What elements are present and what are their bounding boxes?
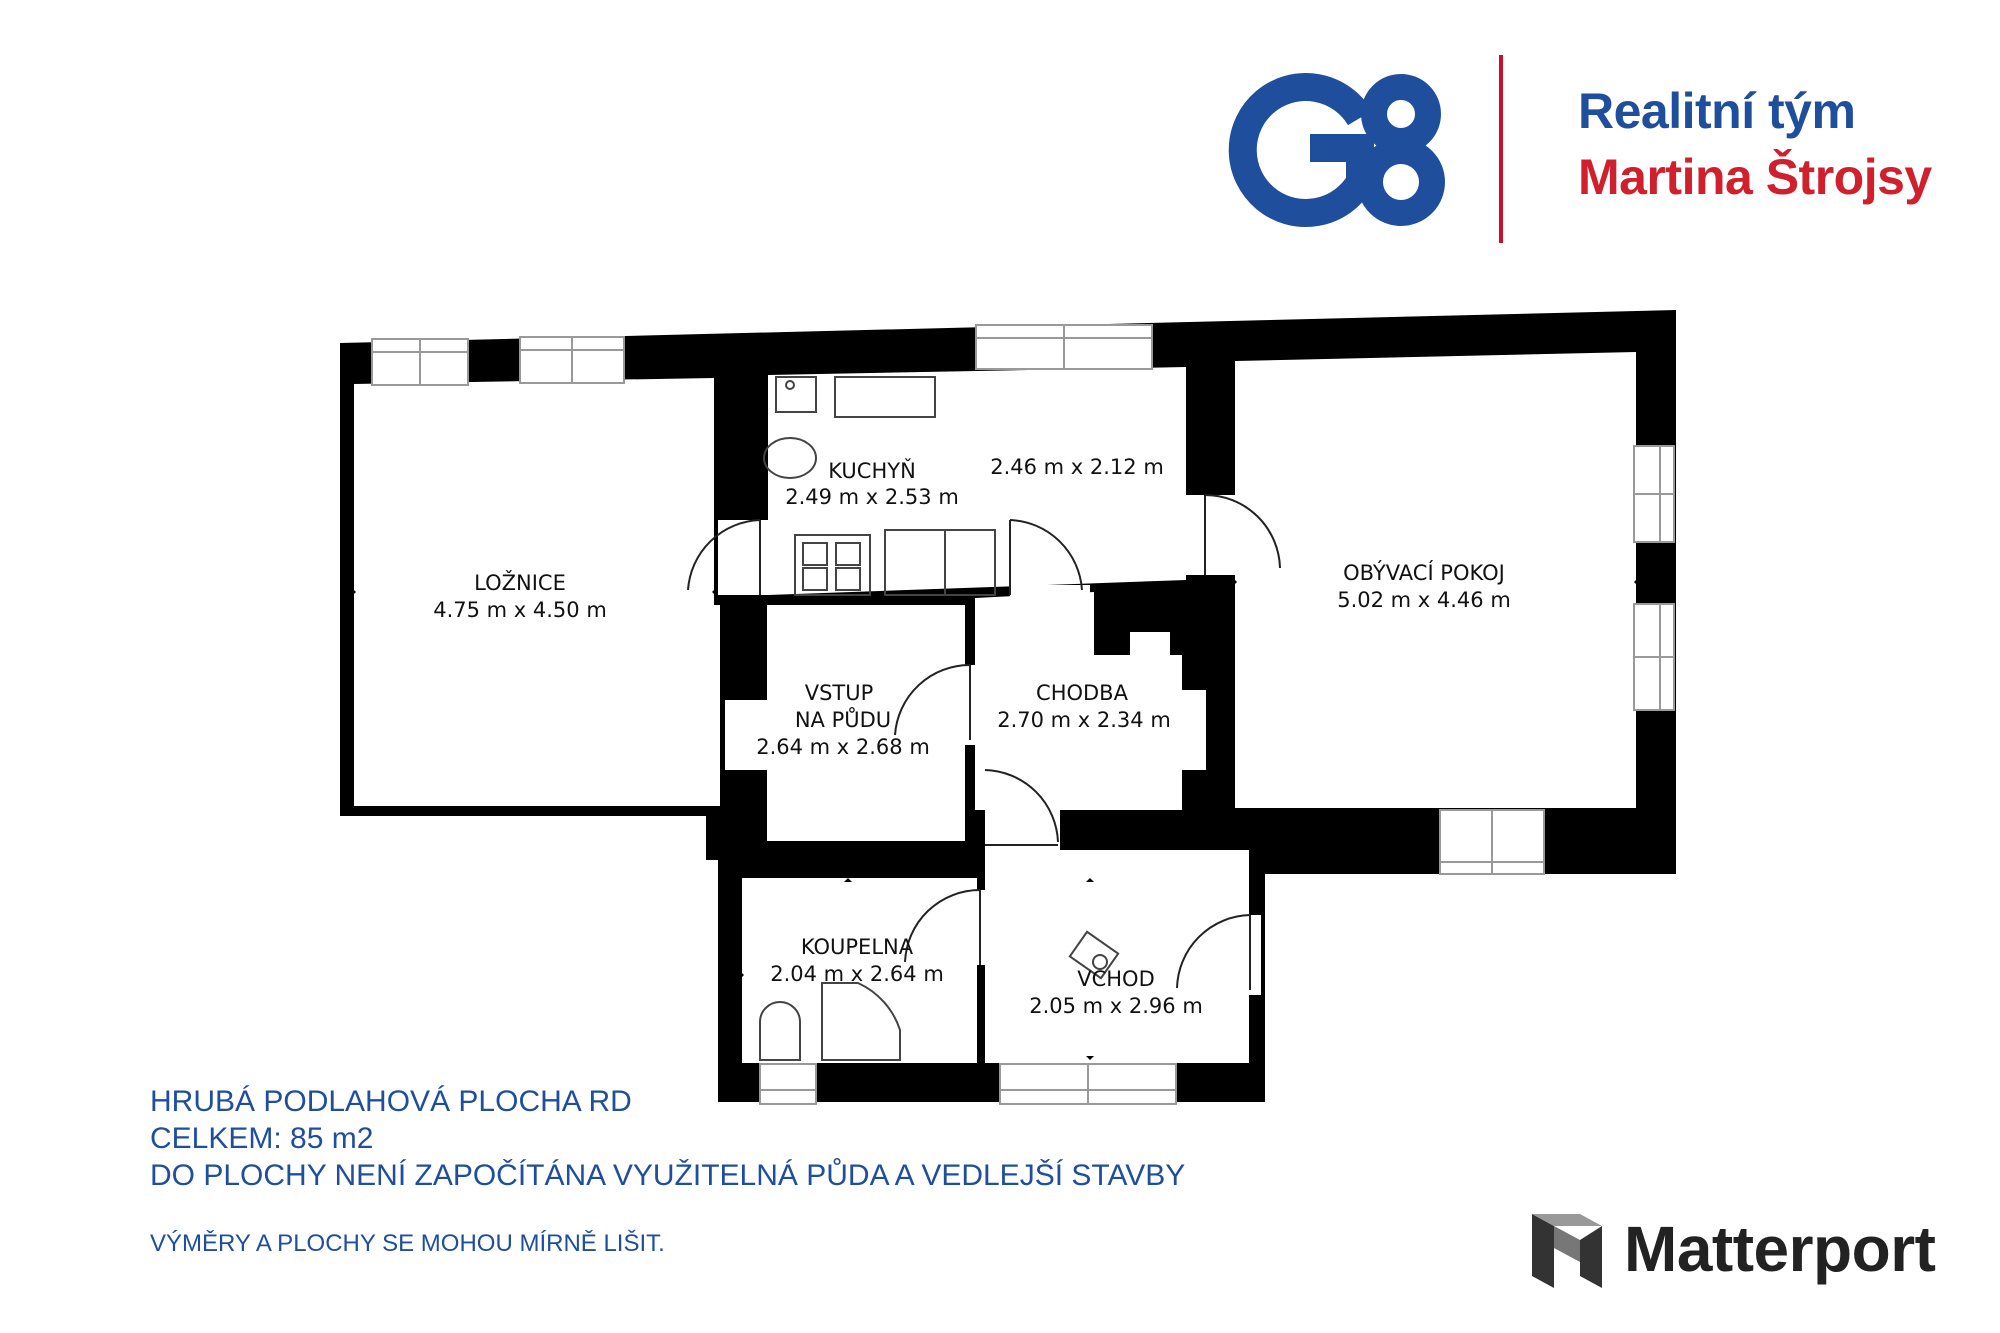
room-dims-loznice: 4.75 m x 4.50 m	[433, 598, 607, 622]
dimension-ticks	[352, 578, 1638, 1060]
doors	[687, 494, 1281, 995]
room-dims-obyvaci: 5.02 m x 4.46 m	[1337, 588, 1511, 612]
floor-vstup	[767, 605, 965, 841]
note-area-heading: HRUBÁ PODLAHOVÁ PLOCHA RD	[150, 1085, 632, 1118]
brand-line-realitni-tym: Realitní tým	[1578, 83, 1856, 139]
note-area-exclusion: DO PLOCHY NENÍ ZAPOČÍTÁNA VYUŽITELNÁ PŮD…	[150, 1159, 1186, 1192]
room-floors	[354, 352, 1636, 1063]
stove-icon	[794, 534, 871, 596]
room-name-chodba: CHODBA	[1036, 681, 1129, 705]
room-dims-vchod: 2.05 m x 2.96 m	[1029, 994, 1203, 1018]
room-dims-koupelna: 2.04 m x 2.64 m	[770, 962, 944, 986]
matterport-logo-icon	[1532, 1214, 1602, 1288]
matterport-wordmark: Matterport	[1624, 1213, 1936, 1285]
toilet-icon	[759, 1001, 801, 1061]
room-name-loznice: LOŽNICE	[474, 570, 566, 595]
floor-koupelna	[742, 878, 977, 1063]
floor-obyvaci	[1235, 352, 1636, 808]
note-area-total: CELKEM: 85 m2	[150, 1122, 374, 1155]
fixtures	[759, 376, 1120, 1061]
basin-icon	[763, 437, 817, 479]
brand-divider	[1499, 55, 1503, 243]
windows	[371, 324, 1675, 1105]
room-name-vstup: VSTUP	[805, 681, 874, 705]
room-name-vchod: VCHOD	[1077, 967, 1155, 991]
shower-icon	[821, 982, 901, 1061]
room-dims-kuchyn-extra: 2.46 m x 2.12 m	[990, 455, 1164, 479]
floor-loznice	[354, 378, 720, 806]
floor-kuchyn	[768, 367, 1186, 595]
room-name-koupelna: KOUPELNA	[801, 935, 914, 959]
room-name-kuchyn: KUCHYŇ	[828, 458, 916, 483]
note-disclaimer: VÝMĚRY A PLOCHY SE MOHOU MÍRNĚ LIŠIT.	[150, 1230, 665, 1257]
floor-chodba	[975, 592, 1182, 810]
room-labels: LOŽNICE 4.75 m x 4.50 m KUCHYŇ 2.49 m x …	[433, 455, 1511, 1018]
room-name-vstup-2: NA PŮDU	[795, 706, 891, 732]
heater-icon	[1068, 930, 1120, 980]
room-dims-vstup: 2.64 m x 2.68 m	[756, 735, 930, 759]
room-name-obyvaci: OBÝVACÍ POKOJ	[1343, 560, 1505, 585]
brand-line-martina-strojsy: Martina Štrojsy	[1578, 149, 1932, 205]
kitchen-unit-icon	[884, 529, 996, 596]
room-dims-kuchyn: 2.49 m x 2.53 m	[785, 485, 959, 509]
g8-logo	[1228, 73, 1445, 227]
sink-icon	[775, 376, 817, 413]
counter-icon	[834, 376, 936, 418]
room-dims-chodba: 2.70 m x 2.34 m	[997, 708, 1171, 732]
